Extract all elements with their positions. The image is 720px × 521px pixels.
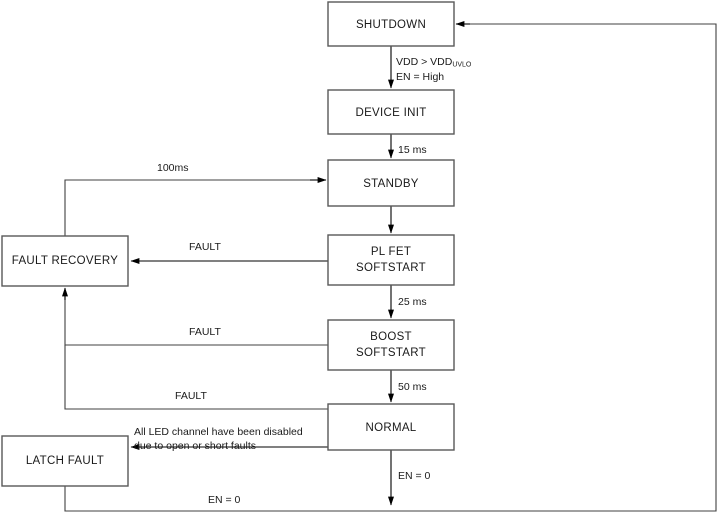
transition-normal-to-shutdown: EN = 0 xyxy=(388,21,717,512)
edge-label-all-led-disabled-line1: All LED channel have been disabled xyxy=(134,426,303,438)
state-box-shutdown[interactable] xyxy=(327,1,455,47)
transition-pl-fet-to-boost-softstart: 25 ms xyxy=(388,285,427,319)
state-label-latch-fault: LATCH FAULT xyxy=(26,455,104,467)
state-box-normal[interactable] xyxy=(327,403,455,451)
edge-label-fault-boost: FAULT xyxy=(189,326,221,338)
transition-normal-to-latch-fault: All LED channel have been disabled due t… xyxy=(130,426,328,452)
state-node-device-init[interactable]: DEVICE INIT xyxy=(327,89,455,135)
edge-label-vdd-uvlo: VDD > VDDUVLO xyxy=(396,56,472,69)
state-label-shutdown: SHUTDOWN xyxy=(356,19,426,31)
edge-label-100ms: 100ms xyxy=(157,162,189,174)
transition-device-init-to-standby: 15 ms xyxy=(388,134,427,159)
edge-label-50ms: 50 ms xyxy=(398,381,427,393)
state-label-standby: STANDBY xyxy=(363,178,419,190)
state-label-boost-softstart-line1: BOOST xyxy=(370,331,412,343)
edge-label-en-high: EN = High xyxy=(396,71,444,83)
state-label-device-init: DEVICE INIT xyxy=(355,107,426,119)
state-box-standby[interactable] xyxy=(327,159,455,207)
transition-normal-to-fault-recovery: FAULT xyxy=(64,345,328,410)
edge-label-en-0-normal: EN = 0 xyxy=(398,470,431,482)
state-label-boost-softstart-line2: SOFTSTART xyxy=(356,347,426,359)
transition-boost-to-normal: 50 ms xyxy=(388,370,427,403)
state-box-latch-fault[interactable] xyxy=(1,435,129,487)
edge-label-en-0-latch: EN = 0 xyxy=(208,494,241,506)
edge-label-all-led-disabled-line2: due to open or short faults xyxy=(134,440,256,452)
state-box-device-init[interactable] xyxy=(327,89,455,135)
state-box-pl-fet-softstart[interactable] xyxy=(327,234,455,286)
state-label-pl-fet-softstart-line2: SOFTSTART xyxy=(356,262,426,274)
state-label-pl-fet-softstart-line1: PL FET xyxy=(371,246,411,258)
transition-fault-recovery-to-standby: 100ms xyxy=(64,162,327,236)
state-label-normal: NORMAL xyxy=(365,422,416,434)
transition-latch-fault-to-shutdown: EN = 0 xyxy=(64,486,391,512)
state-node-pl-fet-softstart[interactable]: PL FET SOFTSTART xyxy=(327,234,455,286)
state-node-boost-softstart[interactable]: BOOST SOFTSTART xyxy=(327,319,455,371)
transition-boost-to-fault-recovery: FAULT xyxy=(62,287,328,346)
state-node-fault-recovery[interactable]: FAULT RECOVERY xyxy=(1,235,129,287)
state-box-boost-softstart[interactable] xyxy=(327,319,455,371)
transition-pl-fet-to-fault-recovery: FAULT xyxy=(130,241,328,264)
state-node-standby[interactable]: STANDBY xyxy=(327,159,455,207)
edge-label-25ms: 25 ms xyxy=(398,296,427,308)
state-node-latch-fault[interactable]: LATCH FAULT xyxy=(1,435,129,487)
edge-label-fault-normal: FAULT xyxy=(175,390,207,402)
state-box-fault-recovery[interactable] xyxy=(1,235,129,287)
state-node-shutdown[interactable]: SHUTDOWN xyxy=(327,1,455,47)
edge-label-fault-plfet: FAULT xyxy=(189,241,221,253)
state-label-fault-recovery: FAULT RECOVERY xyxy=(12,255,118,267)
transition-shutdown-to-device-init: VDD > VDDUVLO EN = High xyxy=(388,46,472,89)
state-node-normal[interactable]: NORMAL xyxy=(327,403,455,451)
edge-label-15ms: 15 ms xyxy=(398,144,427,156)
